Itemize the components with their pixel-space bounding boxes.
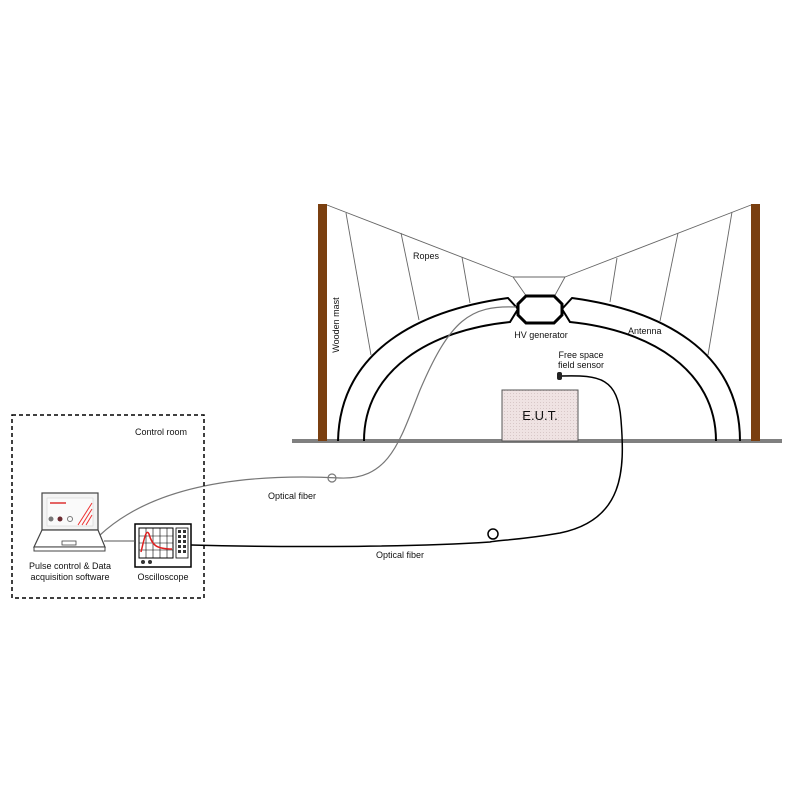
sensor-label-line1: Free space [558, 350, 603, 360]
hv-generator [516, 294, 564, 325]
eut-label: E.U.T. [522, 408, 557, 423]
sensor-label-line2: field sensor [558, 360, 604, 370]
fiber-loop-black [487, 528, 499, 540]
fiber-loop-gray [327, 473, 337, 483]
control-room-boundary [11, 414, 205, 599]
hv-generator-label: HV generator [514, 330, 568, 340]
ropes [326, 204, 752, 356]
optical-fiber-gray [99, 306, 517, 536]
ropes-label: Ropes [413, 251, 440, 261]
left-wooden-mast [318, 204, 327, 441]
software-label-line2: acquisition software [30, 572, 109, 582]
wooden-mast-label: Wooden mast [331, 297, 341, 353]
antenna [337, 296, 741, 442]
field-sensor-icon [557, 372, 562, 380]
antenna-label: Antenna [628, 326, 662, 336]
eut-box [501, 389, 579, 442]
control-room-label: Control room [135, 427, 187, 437]
oscilloscope-label: Oscilloscope [137, 572, 188, 582]
right-wooden-mast [751, 204, 760, 441]
optical-fiber-label-1: Optical fiber [268, 491, 316, 501]
laptop-icon [33, 492, 106, 552]
optical-fiber-label-2: Optical fiber [376, 550, 424, 560]
oscilloscope-icon [134, 523, 192, 568]
optical-fiber-black [190, 375, 624, 548]
software-label-line1: Pulse control & Data [29, 561, 111, 571]
